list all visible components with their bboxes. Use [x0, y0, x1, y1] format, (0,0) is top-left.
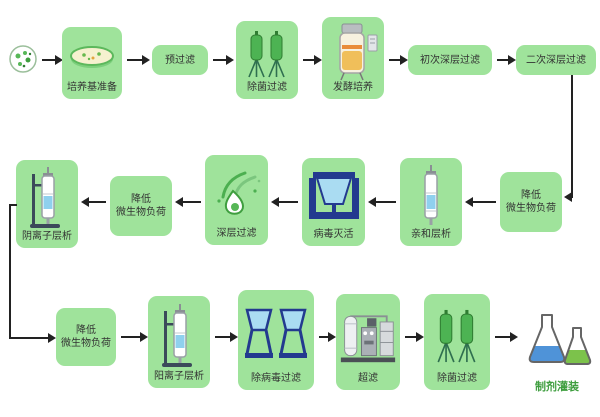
node-virus-inactivation: 病毒灭活 [302, 158, 365, 246]
node-label: 阴离子层析 [22, 231, 72, 242]
flow-arrow [271, 197, 298, 207]
node-label: 二次深层过滤 [526, 54, 586, 66]
node-label: 降低 微生物负荷 [506, 190, 556, 214]
node-label: 除病毒过滤 [251, 373, 301, 384]
node-label: 降低 微生物负荷 [61, 325, 111, 349]
node-label: 预过滤 [165, 54, 195, 66]
node-label: 深层过滤 [216, 228, 257, 239]
node-cation-exchange-chromatography: 阳离子层析 [148, 296, 210, 388]
node-anion-exchange-chromatography: 阴离子层析 [16, 160, 78, 248]
node-affinity-chromatography: 亲和层析 [400, 158, 462, 246]
node-label: 降低 微生物负荷 [116, 194, 166, 218]
flow-arrow [497, 55, 516, 65]
flow-arrow [405, 332, 424, 342]
node-label: 病毒灭活 [313, 229, 354, 240]
flow-arrow [319, 332, 336, 342]
flow-arrow [213, 55, 234, 65]
node-label: 阳离子层析 [154, 371, 204, 382]
flow-arrow [564, 192, 573, 202]
chromatography-column-stand-icon [151, 301, 207, 370]
ultrafiltration-skid-icon [339, 299, 397, 372]
flow-arrow [303, 55, 322, 65]
node-ultrafiltration: 超滤 [336, 294, 400, 390]
node-label: 发酵培养 [333, 82, 373, 93]
node-label: 超滤 [358, 373, 378, 384]
virus-filter-housings-icon [241, 295, 311, 372]
flow-arrow [389, 55, 408, 65]
flow-arrow [465, 197, 496, 207]
node-primary-depth-filtration: 初次深层过滤 [408, 45, 492, 75]
flow-arrow [175, 197, 201, 207]
node-label: 亲和层析 [411, 229, 451, 240]
node-medium-prep: 培养基准备 [62, 27, 122, 99]
flow-arrow [81, 197, 106, 207]
bioreactor-icon [325, 22, 381, 81]
node-bioburden-reduction-1: 降低 微生物负荷 [500, 172, 562, 232]
node-sterile-filtration-2: 除菌过滤 [424, 294, 490, 390]
node-label: 初次深层过滤 [420, 54, 480, 66]
node-pre-filter: 预过滤 [152, 45, 208, 75]
filter-capsules-icon [427, 299, 487, 372]
flow-arrow [215, 332, 238, 342]
node-fermentation: 发酵培养 [322, 17, 384, 99]
filter-capsules-icon [239, 26, 295, 81]
flow-connector-left [9, 204, 11, 339]
flasks-icon [518, 312, 596, 374]
node-label: 除菌过滤 [247, 82, 287, 93]
flow-arrow [121, 332, 148, 342]
node-depth-filtration: 深层过滤 [205, 155, 268, 245]
virus-inactivation-unit-icon [305, 163, 362, 228]
node-label: 培养基准备 [67, 82, 117, 93]
node-formulation-filling-label: 制剂灌装 [535, 380, 579, 393]
node-secondary-depth-filtration: 二次深层过滤 [516, 45, 596, 75]
leaf-droplet-icon [208, 160, 265, 227]
chromatography-column-stand-icon [19, 165, 75, 230]
node-bioburden-reduction-2: 降低 微生物负荷 [110, 176, 172, 236]
flow-arrow [495, 332, 518, 342]
flow-arrow [127, 55, 150, 65]
node-virus-removal-filtration: 除病毒过滤 [238, 290, 314, 390]
flow-arrow [368, 197, 396, 207]
chromatography-column-icon [403, 163, 459, 228]
node-sterile-filtration-1: 除菌过滤 [236, 21, 298, 99]
flow-connector-right [571, 75, 573, 197]
flow-arrow [9, 333, 56, 343]
node-label: 除菌过滤 [437, 373, 477, 384]
flow-connector-left-stub [9, 204, 17, 206]
flow-arrow [42, 55, 63, 65]
petri-dish-icon [65, 32, 119, 81]
cells-culture-icon [8, 44, 38, 74]
node-bioburden-reduction-3: 降低 微生物负荷 [56, 308, 116, 366]
